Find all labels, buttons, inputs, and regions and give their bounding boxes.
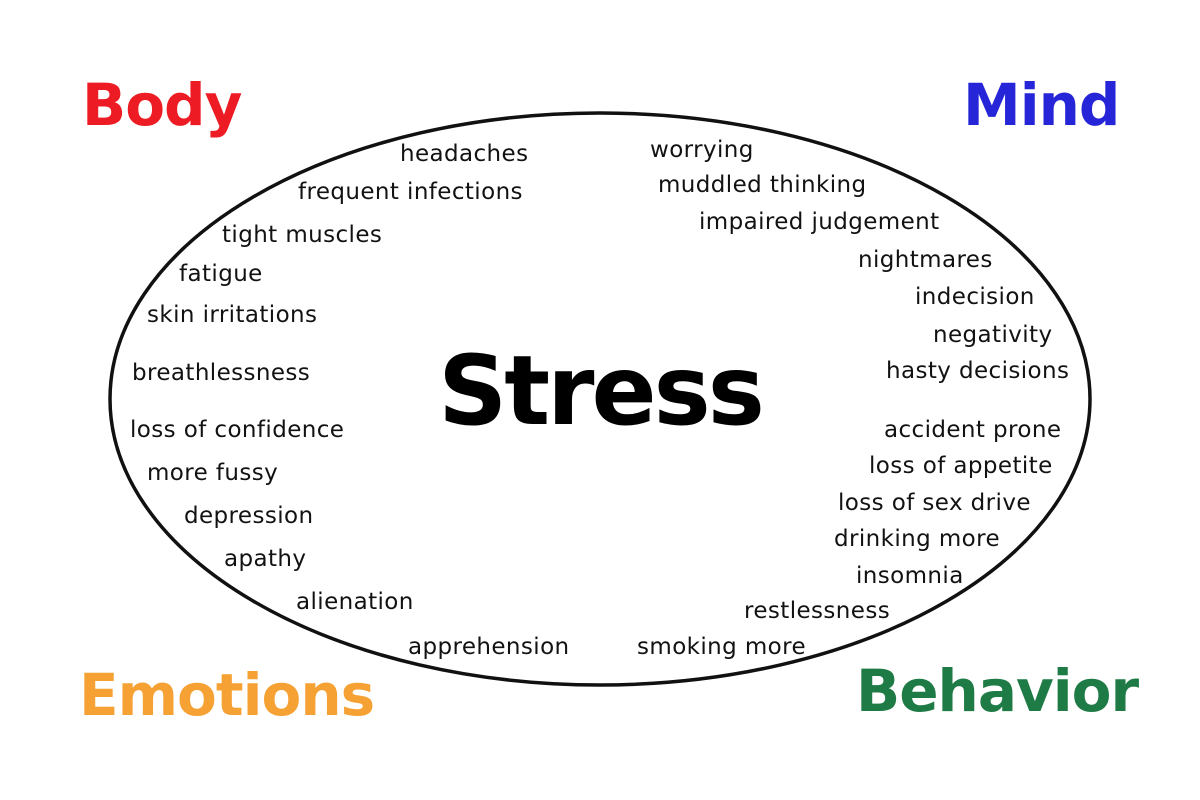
symptom-label-body: tight muscles <box>222 222 383 248</box>
symptom-label-emotions: depression <box>184 503 314 529</box>
symptom-label-mind: hasty decisions <box>886 358 1070 384</box>
symptom-label-emotions: apathy <box>224 546 307 572</box>
center-title: Stress <box>438 335 765 447</box>
symptom-label-emotions: loss of confidence <box>130 417 345 443</box>
quadrant-label-mind: Mind <box>963 71 1120 139</box>
symptom-label-behavior: smoking more <box>637 634 807 660</box>
symptom-label-emotions: alienation <box>296 589 414 615</box>
symptom-label-behavior: loss of sex drive <box>838 490 1031 516</box>
symptom-label-behavior: loss of appetite <box>869 453 1053 479</box>
symptom-label-body: fatigue <box>179 261 263 287</box>
symptom-label-mind: nightmares <box>858 247 993 273</box>
symptom-label-mind: worrying <box>650 137 754 163</box>
symptom-label-behavior: accident prone <box>884 417 1062 443</box>
symptom-label-mind: negativity <box>933 322 1053 348</box>
symptom-label-body: frequent infections <box>298 179 523 205</box>
symptom-label-body: headaches <box>400 141 529 167</box>
symptom-label-mind: muddled thinking <box>658 172 867 198</box>
quadrant-label-behavior: Behavior <box>856 657 1139 725</box>
quadrant-label-body: Body <box>82 71 242 139</box>
symptom-label-body: skin irritations <box>147 302 318 328</box>
symptom-label-mind: indecision <box>915 284 1035 310</box>
symptom-label-body: breathlessness <box>132 360 311 386</box>
symptom-label-emotions: more fussy <box>147 460 279 486</box>
symptom-label-behavior: insomnia <box>856 563 964 589</box>
quadrant-label-emotions: Emotions <box>79 661 375 729</box>
symptom-label-behavior: restlessness <box>744 598 891 624</box>
symptom-label-behavior: drinking more <box>834 526 1000 552</box>
stress-ellipse-outline <box>108 111 1092 687</box>
symptom-label-mind: impaired judgement <box>699 209 940 235</box>
symptom-label-emotions: apprehension <box>408 634 570 660</box>
